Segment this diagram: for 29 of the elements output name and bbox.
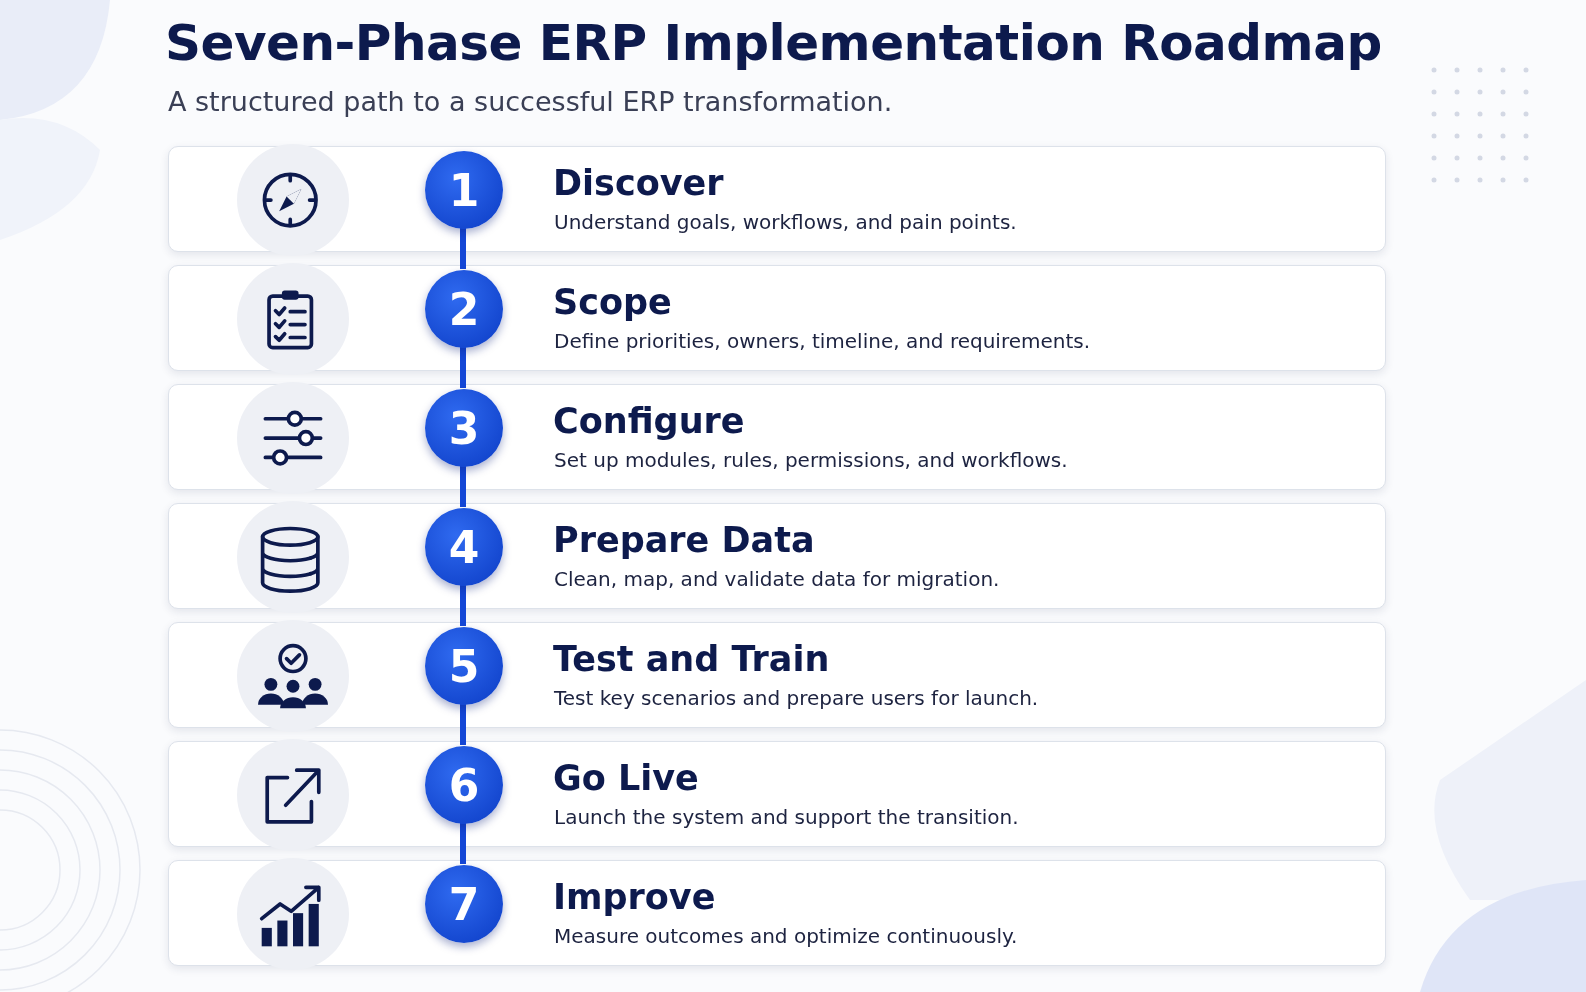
subtitle: A structured path to a successful ERP transformation. xyxy=(168,86,893,117)
step-number-circle: 1 xyxy=(425,151,503,229)
step-number-circle: 7 xyxy=(425,865,503,943)
phase-description: Clean, map, and validate data for migration. xyxy=(554,567,1000,591)
phase-description: Measure outcomes and optimize continuously. xyxy=(554,924,1018,948)
phase-title: Improve xyxy=(553,877,716,917)
step-number-circle: 5 xyxy=(425,627,503,705)
phase-description: Define priorities, owners, timeline, and requirements. xyxy=(554,329,1091,353)
connector-line xyxy=(460,585,466,626)
connector-line xyxy=(460,228,466,269)
step-number-circle: 2 xyxy=(425,270,503,348)
phase-description: Launch the system and support the transition. xyxy=(554,805,1019,829)
phase-title: Prepare Data xyxy=(553,520,815,560)
connector-line xyxy=(460,347,466,388)
title: Seven-Phase ERP Implementation Roadmap xyxy=(165,14,1382,72)
connector-line xyxy=(460,466,466,507)
phase-title: Discover xyxy=(553,163,724,203)
step-number-circle: 4 xyxy=(425,508,503,586)
phase-title: Scope xyxy=(553,282,672,322)
phase-title: Test and Train xyxy=(553,639,830,679)
step-number-circle: 3 xyxy=(425,389,503,467)
phase-description: Test key scenarios and prepare users for launch. xyxy=(554,686,1039,710)
connector-line xyxy=(460,823,466,864)
phase-title: Configure xyxy=(553,401,745,441)
phase-title: Go Live xyxy=(553,758,699,798)
phase-description: Understand goals, workflows, and pain points. xyxy=(554,210,1017,234)
step-number-circle: 6 xyxy=(425,746,503,824)
phase-description: Set up modules, rules, permissions, and workflows. xyxy=(554,448,1068,472)
connector-line xyxy=(460,704,466,745)
